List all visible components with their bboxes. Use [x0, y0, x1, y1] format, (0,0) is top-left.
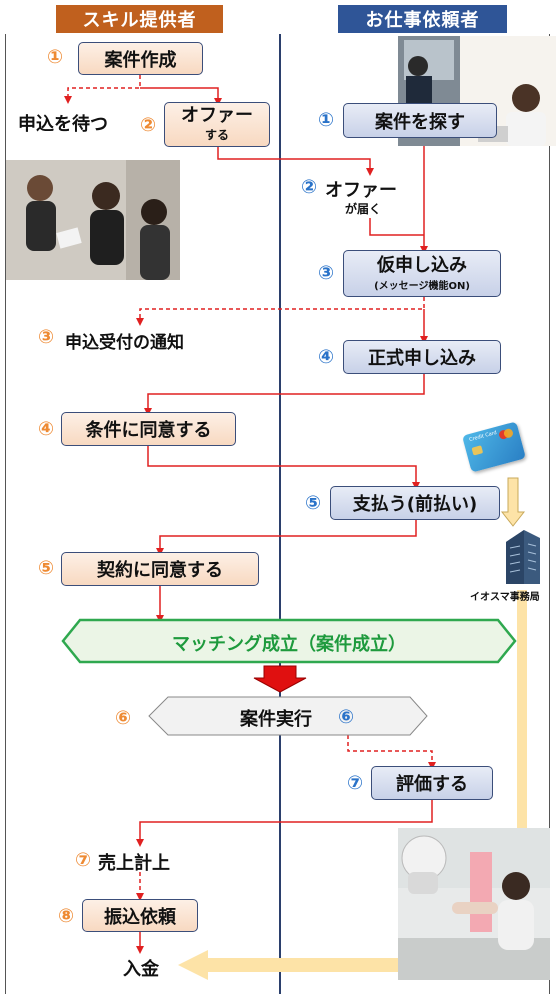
left-step5-number: ⑤ [38, 557, 55, 579]
left-step3-number: ③ [38, 326, 55, 348]
right-step2-offer: オファー [325, 180, 397, 201]
left-step5-label: 契約に同意する [97, 560, 223, 581]
payment-received: 入金 [123, 959, 159, 980]
trainers-illustration [6, 160, 180, 280]
header-skill-provider: スキル提供者 [56, 5, 223, 33]
left-step4-number: ④ [38, 418, 55, 440]
left-step8-number: ⑧ [58, 905, 75, 927]
left-step3-notification: 申込受付の通知 [65, 333, 184, 353]
header-client: お仕事依頼者 [338, 5, 507, 33]
matching-established-label: マッチング成立（案件成立） [172, 634, 406, 655]
left-step6-number: ⑥ [115, 707, 132, 729]
left-step7-sales: 売上計上 [98, 853, 170, 874]
left-wait-application: 申込を待つ [18, 114, 108, 135]
left-step1-number: ① [47, 46, 64, 68]
office-label: イオスマ事務局 [470, 592, 540, 603]
right-step4-label: 正式申し込み [368, 348, 476, 369]
left-step7-number: ⑦ [75, 849, 92, 871]
left-step2-offer: オファー する [164, 102, 270, 147]
right-step3-sub: (メッセージ機能ON) [374, 281, 470, 292]
left-step8-transfer-request: 振込依頼 [82, 899, 198, 932]
right-step2-number: ② [301, 176, 318, 198]
right-step1-search-project: 案件を探す [343, 103, 497, 138]
right-step5-number: ⑤ [305, 492, 322, 514]
right-step3-number: ③ [318, 262, 335, 284]
left-step8-label: 振込依頼 [104, 906, 176, 928]
right-step4-formal-application: 正式申し込み [343, 340, 501, 374]
left-step2-label: オファー [181, 105, 253, 126]
right-step7-evaluate: 評価する [371, 766, 493, 800]
left-step4-label: 条件に同意する [85, 420, 212, 441]
column-divider-left [5, 34, 6, 994]
photo-boxing-training [398, 828, 550, 980]
boxing-illustration [398, 828, 550, 980]
right-step7-label: 評価する [396, 774, 468, 795]
right-step5-label: 支払う(前払い) [352, 494, 478, 515]
right-step1-number: ① [318, 109, 335, 131]
execution-label: 案件実行 [240, 709, 312, 730]
left-step1-label: 案件作成 [104, 49, 177, 71]
left-step4-agree-terms: 条件に同意する [61, 412, 236, 446]
right-step2-sub: が届く [345, 202, 382, 216]
column-divider-right [549, 34, 550, 994]
right-step3-label: 仮申し込み [377, 255, 467, 276]
left-step1-create-project: 案件作成 [78, 42, 203, 75]
left-step2-number: ② [140, 114, 157, 136]
photo-fitness-trainers [6, 160, 180, 280]
right-step4-number: ④ [318, 346, 335, 368]
right-step6-number: ⑥ [338, 706, 355, 728]
right-step7-number: ⑦ [347, 772, 364, 794]
right-step1-label: 案件を探す [375, 111, 465, 133]
left-step5-agree-contract: 契約に同意する [61, 552, 259, 586]
column-divider-center [279, 34, 281, 994]
left-step2-sub: する [204, 128, 229, 142]
right-step5-payment: 支払う(前払い) [330, 486, 500, 520]
right-step3-provisional-application: 仮申し込み (メッセージ機能ON) [343, 250, 501, 297]
